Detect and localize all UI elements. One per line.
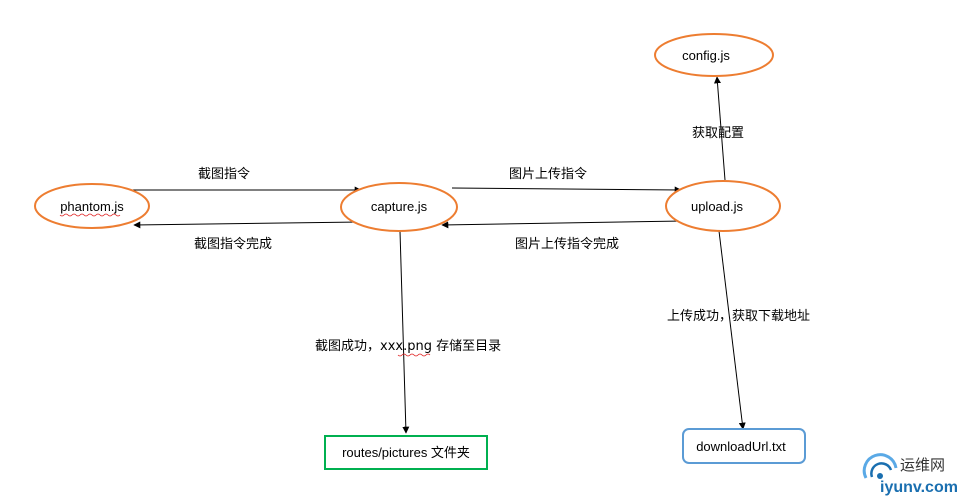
edge-labels: 截图指令 截图指令完成 图片上传指令 图片上传指令完成 获取配置 截图成功，xx… [194, 126, 810, 357]
watermark: 运维网 iyunv.com [862, 453, 958, 496]
arrow-capture-to-pictures [399, 230, 410, 434]
label-screenshot-done: 截图指令完成 [194, 237, 272, 252]
label-upload-cmd: 图片上传指令 [509, 167, 587, 182]
upload-label: upload.js [691, 199, 744, 214]
label-upload-success: 上传成功，获取下载地址 [667, 309, 810, 324]
node-capture: capture.js [340, 182, 458, 232]
download-label: downloadUrl.txt [696, 439, 786, 454]
capture-label: capture.js [371, 199, 428, 214]
arrow-upload-to-capture [441, 220, 685, 229]
node-config: config.js [654, 33, 774, 77]
node-phantom: phantom.js [34, 183, 150, 229]
watermark-line2: iyunv.com [880, 479, 958, 496]
label-upload-done: 图片上传指令完成 [515, 237, 619, 252]
capture-ellipse [340, 182, 458, 232]
upload-ellipse [665, 180, 781, 232]
phantom-spellcheck-underline [59, 213, 121, 217]
label-save-png: 截图成功，xxx.png 存储至目录 [315, 339, 501, 354]
arrow-capture-to-upload [451, 186, 682, 194]
save-png-spellcheck-underline [397, 353, 431, 357]
phantom-ellipse [34, 183, 150, 229]
watermark-line1: 运维网 [900, 456, 945, 474]
pictures-box [324, 435, 488, 470]
node-upload: upload.js [665, 180, 781, 232]
label-screenshot-cmd: 截图指令 [198, 167, 250, 182]
watermark-logo-icon [862, 453, 898, 479]
node-pictures: routes/pictures 文件夹 [324, 435, 488, 470]
download-box [682, 428, 806, 464]
arrow-upload-to-download [718, 230, 746, 430]
edges [130, 76, 746, 434]
node-download: downloadUrl.txt [682, 428, 806, 464]
phantom-label: phantom.js [60, 199, 124, 214]
arrow-upload-to-config [713, 76, 726, 181]
label-get-config: 获取配置 [692, 126, 744, 141]
config-ellipse [654, 33, 774, 77]
pictures-label: routes/pictures 文件夹 [342, 445, 470, 460]
config-label: config.js [682, 48, 730, 63]
arrow-capture-to-phantom [133, 221, 362, 229]
